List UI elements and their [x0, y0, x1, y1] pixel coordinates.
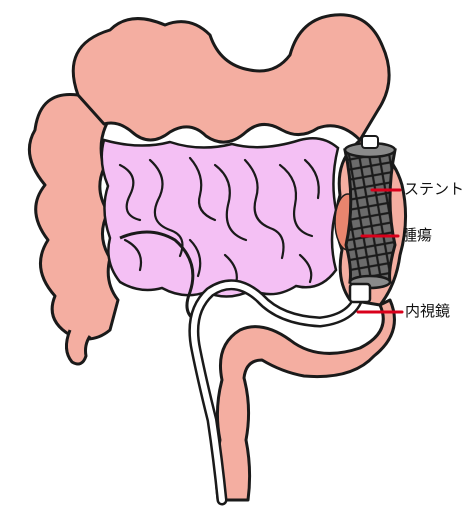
- stent: [345, 136, 395, 288]
- stent-label: ステント: [404, 182, 464, 197]
- tumor-label: 腫瘍: [402, 228, 432, 243]
- endoscope-label: 内視鏡: [405, 304, 450, 319]
